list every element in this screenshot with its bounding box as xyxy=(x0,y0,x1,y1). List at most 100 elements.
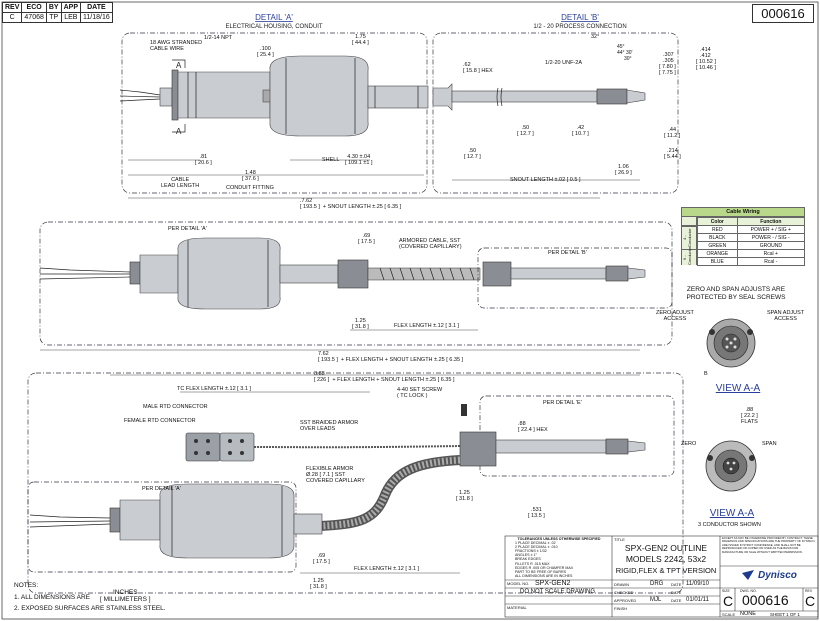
rtd-connector-female xyxy=(219,432,255,462)
detail-a-wire-label: 18 AWG STRANDED CABLE WIRE xyxy=(150,40,203,52)
detail-a-d81-label: .81 [ 20.6 ] xyxy=(195,154,212,166)
tpt-shell xyxy=(159,483,295,559)
rev-value: C xyxy=(805,593,816,609)
detail-a-shell xyxy=(269,55,369,137)
confidential-notice: EXCEPT AS MAY BE OTHERWISE PROVIDED BY C… xyxy=(722,536,816,554)
title-block-grid xyxy=(504,535,819,618)
detail-a-d148-label: 1.48 [ 37.6 ] xyxy=(242,170,259,182)
tolerance-title: TOLERANCES UNLESS OTHERWISE SPECIFIED xyxy=(517,537,601,541)
rev-header: REV xyxy=(1,2,23,13)
title-line-1: SPX-GEN2 OUTLINE xyxy=(624,543,708,553)
detail-b-snout-label: SNOUT LENGTH ±.02 [ 0.5 ] xyxy=(510,177,581,183)
detail-b-hex xyxy=(432,83,453,111)
detail-a-conduit xyxy=(177,71,271,119)
tpt-detail-e-frame xyxy=(479,395,675,477)
brand-name: Dynisco xyxy=(758,570,797,581)
zero-span-note: ZERO AND SPAN ADJUSTS ARE PROTECTED BY S… xyxy=(686,286,786,301)
detail-b-unf-label: 1/2-20 UNF-2A xyxy=(545,60,582,66)
tpt-total-dim: 8.88 [ 226 ] + FLEX LENGTH + SNOUT LENGT… xyxy=(314,371,455,383)
tpt-set-screw-label: 4-40 SET SCREW ( TC LOCK ) xyxy=(397,387,443,399)
tpt-hex xyxy=(459,431,497,467)
tol-line: FRACTIONS ± 1/32 xyxy=(515,549,547,554)
tpt-flex-armor-label: FLEXIBLE ARMOR Ø.28 [ 7.1 ] SST COVERED … xyxy=(306,466,365,484)
drawn-date: 11/09/10 xyxy=(686,581,709,587)
detail-a-hex-label: .62 [ 15.8 ] HEX xyxy=(463,62,493,74)
detail-b-d50: .50 [ 12.7 ] xyxy=(517,125,534,137)
drawn-label: DRAWN xyxy=(614,582,629,587)
note-1: 1. ALL DIMENSIONS ARE xyxy=(14,594,90,601)
tpt-sst-braid-label: SST BRAIDED ARMOR OVER LEADS xyxy=(300,420,359,432)
detail-a-neck xyxy=(367,85,429,109)
drawing-number-box: 000616 xyxy=(752,4,814,23)
wiring-function: POWER + / SIG + xyxy=(736,225,806,234)
flex-d69: .69 [ 17.5 ] xyxy=(358,233,375,245)
by-header: BY xyxy=(45,2,62,13)
model-no-label: MODEL NO. xyxy=(507,581,530,586)
approved-value: MJL xyxy=(650,597,662,603)
detail-b-d214: .214 [ 5.44 ] xyxy=(664,148,681,160)
tpt-d69: .69 [ 17.5 ] xyxy=(313,553,330,565)
cable-wiring-title: Cable Wiring xyxy=(681,207,805,217)
detail-b-d780: [ 7.80 ] [ 7.75 ] xyxy=(659,64,676,76)
tol-line: PART TO BE FREE OF BURRS xyxy=(515,569,566,574)
dynisco-logo-icon xyxy=(742,570,754,580)
tpt-per-a-label: PER DETAIL 'A' xyxy=(142,486,181,492)
wiring-function: Rcal + xyxy=(736,249,806,258)
by-value: TP xyxy=(45,12,62,23)
flex-detail-b-frame xyxy=(477,247,673,309)
wiring-function: Rcal - xyxy=(736,257,806,266)
cable-wiring-table: Cable Wiring 4 - Conductor 6 - Conductor… xyxy=(681,207,806,266)
view-aa-2-title: VIEW A-A xyxy=(709,508,755,519)
flex-per-a-label: PER DETAIL 'A' xyxy=(168,226,207,232)
detail-b-d44: .44 [ 11.2 ] xyxy=(664,127,681,139)
section-letter-b: B xyxy=(704,371,708,377)
view-aa-2-note: 3 CONDUCTOR SHOWN xyxy=(698,522,761,528)
detail-a-wire-gland xyxy=(159,87,173,107)
size-value: C xyxy=(723,593,734,609)
rev-value: C xyxy=(1,12,23,23)
tpt-per-e-label: PER DETAIL 'E' xyxy=(543,400,582,406)
tpt-frame xyxy=(27,372,684,594)
flex-total-dim: 7.62 [ 193.5 ] + FLEX LENGTH + SNOUT LEN… xyxy=(318,351,464,363)
section-a-bottom: A xyxy=(176,127,182,136)
tol-line: 1 PLACE DECIMAL ± .02 xyxy=(515,541,556,546)
view-aa-1-zero-label: ZERO ADJUST ACCESS xyxy=(656,310,694,322)
detail-b-angle45: 45° xyxy=(617,44,625,50)
detail-a-cable-length: CABLE LEAD LENGTH xyxy=(161,177,200,189)
eco-header: ECO xyxy=(21,2,47,13)
tol-line: FILLETS R .015 MAX xyxy=(515,561,550,566)
tpt-female-rtd-label: FEMALE RTD CONNECTOR xyxy=(124,418,196,424)
wiring-group-4: 4 - Conductor xyxy=(681,226,697,249)
wiring-function: POWER - / SIG - xyxy=(736,233,806,242)
tpt-d125: 1.25 [ 31.8 ] xyxy=(456,490,473,502)
detail-a-npt-label: 1/2-14 NPT xyxy=(204,35,233,41)
eco-value: 47068 xyxy=(21,12,47,23)
view-aa-1-title: VIEW A-A xyxy=(715,383,761,394)
detail-a-title: DETAIL 'A' xyxy=(255,13,293,22)
detail-b-subtitle: 1/2 - 20 PROCESS CONNECTION xyxy=(533,24,626,30)
scale-value: NONE xyxy=(740,611,756,617)
note-2: 2. EXPOSED SURFACES ARE STAINLESS STEEL. xyxy=(14,605,166,612)
title-line-3: RIGID,FLEX & TPT VERSION xyxy=(615,566,717,575)
view-aa-2-zero-label: ZERO xyxy=(681,441,697,447)
rtd-connector-male xyxy=(185,432,221,462)
detail-b-d1052: [ 10.52 ] [ 10.46 ] xyxy=(696,59,716,71)
no-scale-label: DO NOT SCALE DRAWING xyxy=(520,589,596,595)
wiring-header-function: Function xyxy=(736,217,806,226)
flex-length-label: FLEX LENGTH ±.12 [ 3.1 ] xyxy=(394,323,460,329)
detail-b-thread xyxy=(596,88,628,105)
tpt-tc-flex-label: TC FLEX LENGTH ±.12 [ 3.1 ] xyxy=(177,386,251,392)
view-aa-2-flats: .88 [ 22.2 ] FLATS xyxy=(741,407,758,425)
detail-b-d414: .414 .412 xyxy=(700,47,711,59)
detail-a-d175-label: 1.75 [ 44.4 ] xyxy=(352,34,369,46)
wiring-color: RED xyxy=(697,225,738,234)
detail-b-angle32: 32° xyxy=(591,34,600,40)
checked-label: CHECKED xyxy=(614,590,634,595)
revision-block: REV ECO BY APP DATE C 47068 TP LEB 11/18… xyxy=(1,2,113,23)
detail-b-d42: .42 [ 10.7 ] xyxy=(572,125,589,137)
date-value: 11/18/16 xyxy=(80,12,113,23)
detail-b-angle30: 30° xyxy=(624,56,632,62)
flex-armored-label: ARMORED CABLE, SST (COVERED CAPILLARY) xyxy=(399,238,462,250)
detail-b-snout xyxy=(451,90,598,103)
